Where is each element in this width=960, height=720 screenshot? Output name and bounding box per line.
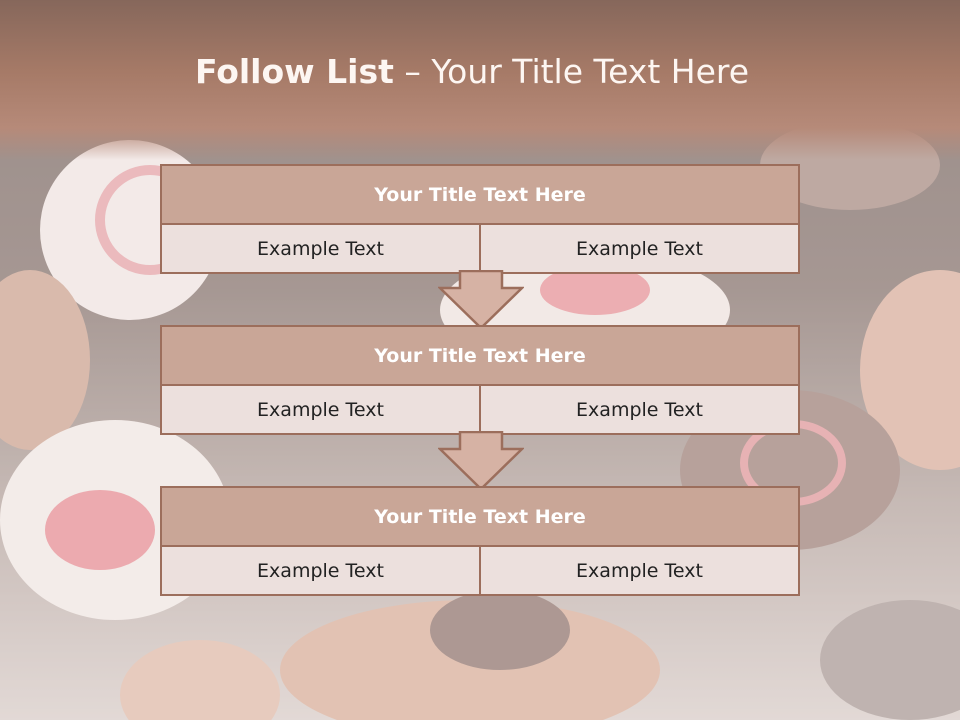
block-3-row: Example Text Example Text [162,547,798,594]
block-3-right-cell: Example Text [479,547,798,594]
follow-list-block-3: Your Title Text Here Example Text Exampl… [160,486,800,596]
follow-list-block-2: Your Title Text Here Example Text Exampl… [160,325,800,435]
block-2-heading: Your Title Text Here [162,327,798,386]
header-band [0,0,960,160]
block-3-left-cell: Example Text [162,547,479,594]
block-1-left-cell: Example Text [162,225,479,272]
slide-title: Follow List – Your Title Text Here [0,52,944,91]
title-rest: – Your Title Text Here [393,52,750,91]
block-3-heading: Your Title Text Here [162,488,798,547]
down-arrow-icon [438,270,524,330]
block-1-right-cell: Example Text [479,225,798,272]
title-bold: Follow List [194,52,394,91]
down-arrow-icon [438,431,524,491]
block-2-right-cell: Example Text [479,386,798,433]
block-1-row: Example Text Example Text [162,225,798,272]
block-1-heading: Your Title Text Here [162,166,798,225]
block-2-left-cell: Example Text [162,386,479,433]
block-2-row: Example Text Example Text [162,386,798,433]
follow-list-block-1: Your Title Text Here Example Text Exampl… [160,164,800,274]
